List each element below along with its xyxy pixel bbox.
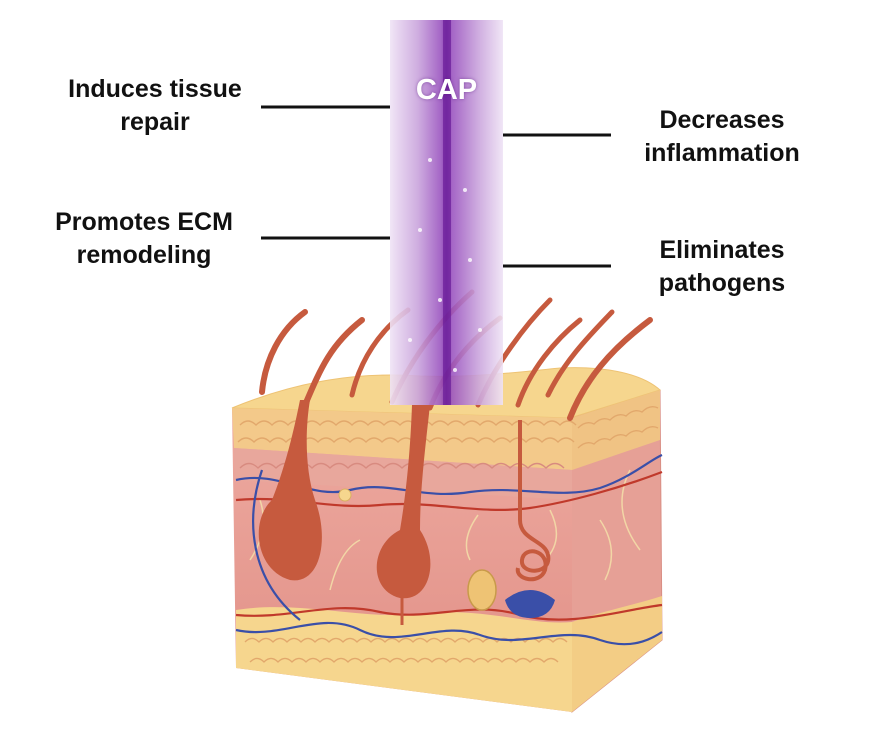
skin-block	[231, 367, 663, 714]
blue-gland	[505, 590, 555, 618]
stratum-band	[234, 448, 572, 500]
epidermis-band-side	[572, 390, 660, 470]
sebaceous-dot	[338, 488, 352, 502]
effect-decreases-inflammation: Decreases inflammation	[644, 106, 800, 167]
cap-label: CAP	[415, 74, 478, 106]
nerve-ending	[467, 569, 497, 611]
connector-lines	[261, 105, 611, 268]
effect-tissue-repair: Induces tissue repair	[68, 75, 242, 136]
hypodermis-side	[572, 596, 662, 712]
effect-ecm-remodeling: Promotes ECM remodeling	[55, 208, 233, 269]
hair-follicle-left	[258, 400, 322, 581]
sweat-gland	[515, 420, 551, 582]
cap-plasma-beam	[390, 20, 503, 405]
hair-follicles	[258, 400, 555, 625]
hypodermis-layer	[236, 607, 572, 712]
effect-eliminates-pathogens: Eliminates pathogens	[658, 236, 786, 297]
hairs	[259, 289, 653, 421]
hair-follicle-middle	[376, 405, 431, 599]
